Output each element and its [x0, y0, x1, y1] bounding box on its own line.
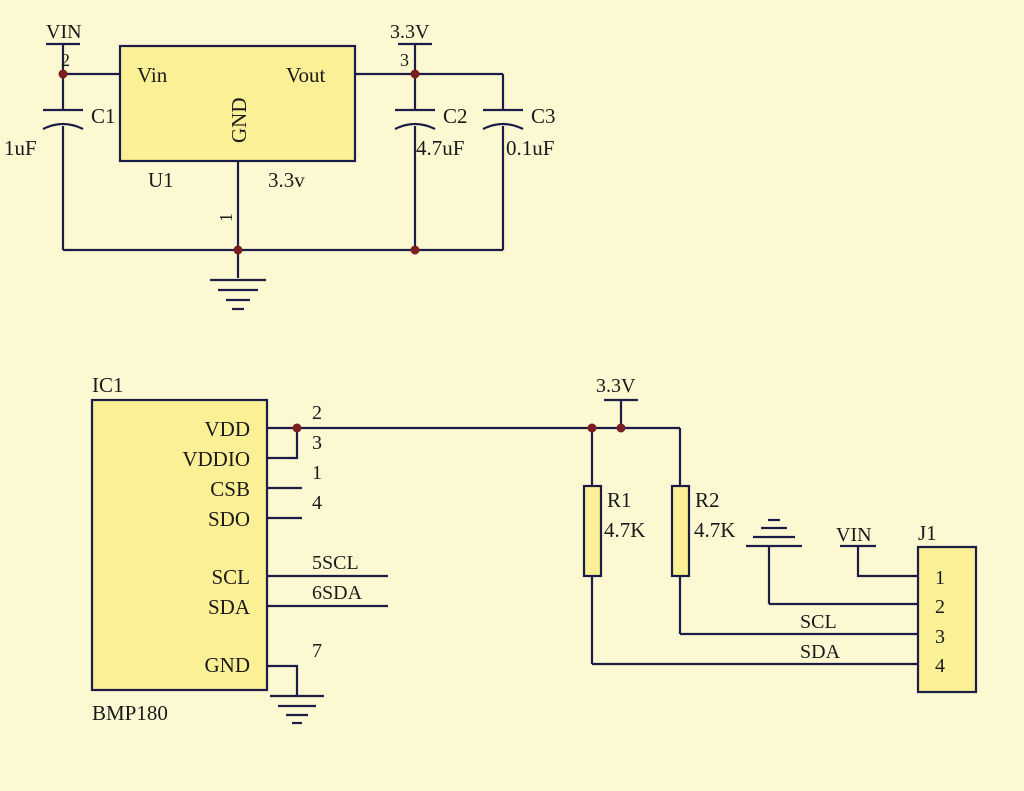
c1-ref-label: C1: [91, 104, 116, 128]
junction-dot: [616, 423, 626, 433]
capacitor-c1: C1 1uF: [4, 104, 116, 160]
pin-gnd-number: 7: [312, 640, 322, 662]
connector-j1: J1 1 2 3 4: [916, 521, 978, 694]
sda-net-label: SDA: [800, 641, 841, 663]
j1-body: [916, 545, 978, 694]
pin-csb-label: CSB: [210, 477, 250, 501]
j1-pin-1-number: 1: [935, 567, 945, 589]
pin-sdo-label: SDO: [208, 507, 250, 531]
r2-ref-label: R2: [695, 488, 720, 512]
regulator-3v3-power-symbol: 3.3V 3: [390, 21, 432, 74]
u1-vout-pin-number: 3: [400, 50, 409, 70]
scl-net-label: SCL: [800, 611, 837, 633]
capacitor-c3: C3 0.1uF: [482, 104, 556, 160]
junction-dot: [292, 423, 302, 433]
pin-scl-net-label: 5SCL: [312, 552, 359, 574]
resistor-r2: R2 4.7K: [670, 428, 735, 634]
u1-pin-vout-label: Vout: [286, 63, 325, 87]
pin-vdd-label: VDD: [205, 417, 251, 441]
u1-vin-pin-number: 2: [61, 50, 70, 70]
c3-value-label: 0.1uF: [506, 136, 554, 160]
junction-dot: [58, 69, 68, 79]
pin-vddio-number: 3: [312, 432, 322, 454]
pin-vdd-number: 2: [312, 402, 322, 424]
capacitor-c2: C2 4.7uF: [394, 104, 468, 160]
c2-ref-label: C2: [443, 104, 468, 128]
ic1-part-label: BMP180: [92, 701, 168, 725]
regulator-section: Vin Vout GND U1 3.3v VIN 2 3.3V 3 1: [4, 21, 556, 311]
junction-dot: [587, 423, 597, 433]
r2-value-label: 4.7K: [694, 518, 735, 542]
r1-ref-label: R1: [607, 488, 632, 512]
j1-pin-4-number: 4: [935, 655, 945, 677]
sensor-3v3-power-symbol: 3.3V: [596, 375, 638, 428]
pin-scl-label: SCL: [211, 565, 250, 589]
sensor-section: IC1 BMP180 VDD VDDIO CSB SDO SCL SDA GND…: [90, 373, 978, 725]
bmp180-body: [90, 398, 269, 692]
junction-dot: [410, 69, 420, 79]
regulator-u1-body: [118, 44, 357, 163]
pin-sdo-number: 4: [312, 492, 322, 514]
sensor-ground-symbol: [270, 694, 324, 725]
u1-ref-label: U1: [148, 168, 174, 192]
j1-ref-label: J1: [918, 521, 937, 545]
u1-gnd-pin-number: 1: [216, 213, 236, 222]
c2-value-label: 4.7uF: [416, 136, 464, 160]
c3-ref-label: C3: [531, 104, 556, 128]
pin-csb-number: 1: [312, 462, 322, 484]
pin-gnd-label: GND: [205, 653, 251, 677]
sensor-supply-net-label: 3.3V: [596, 375, 636, 397]
junction-dot: [410, 245, 420, 255]
connector-vin-net-label: VIN: [836, 524, 872, 546]
u1-pin-vin-label: Vin: [137, 63, 168, 87]
j1-pin-3-number: 3: [935, 626, 945, 648]
pin-vddio-label: VDDIO: [182, 447, 250, 471]
connector-ground-symbol: [746, 518, 802, 604]
ic1-ref-label: IC1: [92, 373, 124, 397]
regulator-out-net-label: 3.3V: [390, 21, 430, 43]
regulator-ground-symbol: [210, 278, 266, 311]
vin-net-label: VIN: [46, 21, 82, 43]
connector-vin-power-symbol: VIN: [836, 524, 918, 578]
pin-sda-net-label: 6SDA: [312, 582, 363, 604]
resistor-r1: R1 4.7K: [582, 428, 645, 664]
u1-pin-gnd-label: GND: [227, 98, 251, 144]
vin-power-symbol: VIN 2: [46, 21, 82, 74]
c1-value-label: 1uF: [4, 136, 37, 160]
junction-dot: [233, 245, 243, 255]
u1-value-label: 3.3v: [268, 168, 305, 192]
pin-sda-label: SDA: [208, 595, 251, 619]
j1-pin-2-number: 2: [935, 596, 945, 618]
r1-value-label: 4.7K: [604, 518, 645, 542]
